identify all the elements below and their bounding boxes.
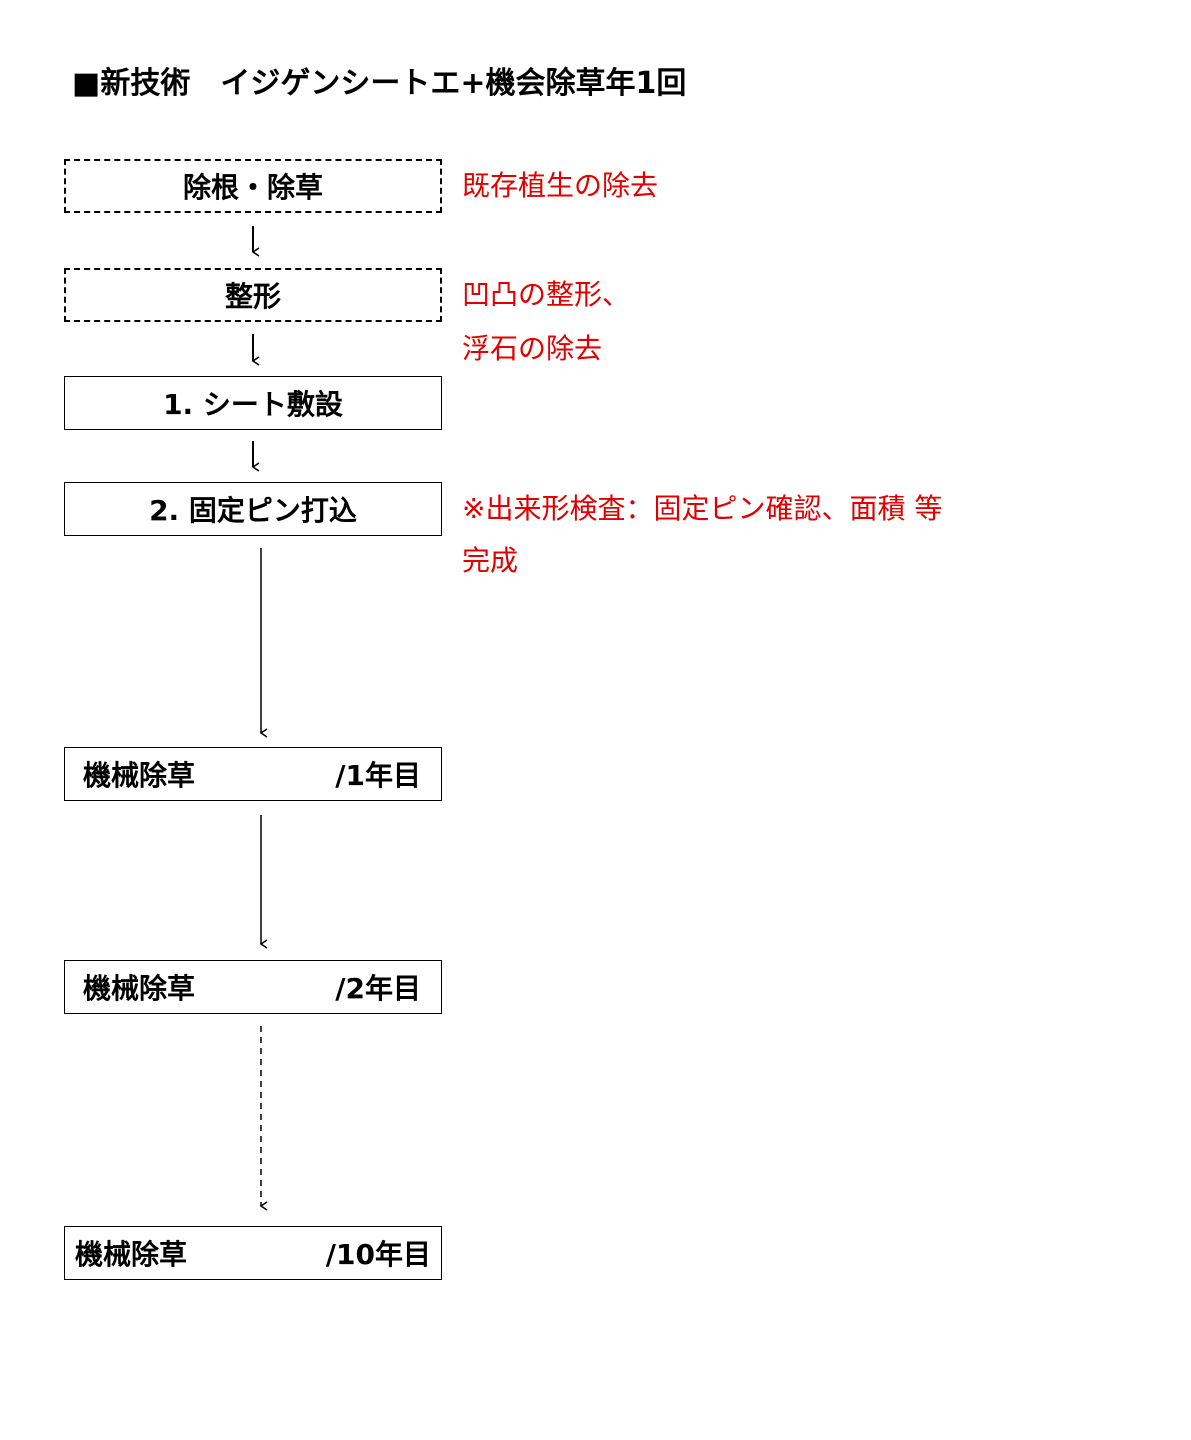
step-sheet-laying: 1. シート敷設	[64, 376, 442, 430]
step-label: 機械除草	[83, 972, 196, 1005]
step-root-weed-removal: 除根・除草	[64, 159, 442, 213]
page-title: ■新技術 イジゲンシートエ+機会除草年1回	[72, 66, 687, 101]
step-mowing-year-10: 機械除草 /10年目	[64, 1226, 442, 1280]
step-year-label: /1年目	[335, 759, 421, 792]
note-removal: 既存植生の除去	[462, 169, 659, 202]
step-label: 除根・除草	[182, 171, 323, 204]
step-year-label: /10年目	[325, 1238, 431, 1271]
step-label: 機械除草	[83, 759, 196, 792]
step-year-label: /2年目	[335, 972, 421, 1005]
step-label: 1. シート敷設	[163, 388, 343, 421]
step-label: 整形	[224, 280, 281, 313]
step-label: 2. 固定ピン打込	[149, 494, 357, 527]
note-shaping-line2: 浮石の除去	[462, 332, 603, 365]
step-mowing-year-1: 機械除草 /1年目	[64, 747, 442, 801]
note-inspection-line2: 完成	[462, 544, 519, 577]
step-pin-driving: 2. 固定ピン打込	[64, 482, 442, 536]
step-label: 機械除草	[75, 1238, 188, 1271]
step-shaping: 整形	[64, 268, 442, 322]
note-inspection-line1: ※出来形検査：固定ピン確認、面積 等	[462, 492, 943, 525]
step-mowing-year-2: 機械除草 /2年目	[64, 960, 442, 1014]
note-shaping-line1: 凹凸の整形、	[462, 278, 631, 311]
